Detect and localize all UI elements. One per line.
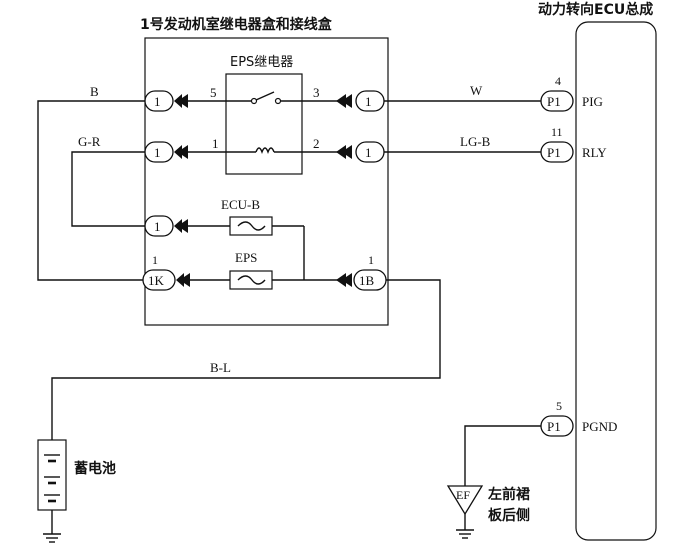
- connector-right-1b: 1B 1: [336, 253, 387, 291]
- wire-gr: [71, 151, 145, 227]
- junction-box-title: 1号发动机室继电器盒和接线盒: [140, 16, 333, 33]
- ecu-connector-pig: P1: [540, 90, 574, 112]
- ground-label-line1: 左前裙: [487, 486, 530, 503]
- relay-switch-icon: [188, 91, 342, 105]
- svg-text:1: 1: [154, 94, 161, 109]
- eps-relay-label: EPS继电器: [230, 55, 293, 70]
- connector-left-1k: 1K 1: [142, 253, 190, 291]
- wire-gr-label: G-R: [78, 134, 101, 149]
- battery-label: 蓄电池: [74, 460, 116, 477]
- fuse-eps-icon: [188, 270, 342, 290]
- connector-left-ecub: 1: [144, 215, 188, 237]
- connector-left-b: 1: [144, 90, 188, 112]
- connector-left-gr: 1: [144, 141, 188, 163]
- ground-point-icon: [446, 485, 484, 539]
- fuse-eps-label: EPS: [235, 250, 257, 265]
- relay-pin-5: 5: [210, 85, 217, 100]
- svg-text:1: 1: [154, 145, 161, 160]
- svg-text:1: 1: [365, 145, 372, 160]
- ecu-pgnd-num: 5: [556, 399, 562, 413]
- relay-pin-3: 3: [313, 85, 320, 100]
- ground-code: EF: [456, 488, 470, 502]
- ground-label-line2: 板后侧: [488, 507, 530, 524]
- svg-text:P1: P1: [547, 94, 561, 109]
- wire-lgb-label: LG-B: [460, 134, 491, 149]
- fuse-ecub-label: ECU-B: [221, 197, 260, 212]
- ecu-connector-rly: P1: [540, 141, 574, 163]
- battery-icon: [37, 439, 67, 534]
- ecu-rly-num: 11: [551, 125, 563, 139]
- ecu-pig-label: PIG: [582, 94, 603, 109]
- wire-bl-label: B-L: [210, 360, 231, 375]
- svg-text:1K: 1K: [148, 273, 165, 288]
- svg-text:P1: P1: [547, 145, 561, 160]
- relay-pin-1: 1: [212, 136, 219, 151]
- battery-ground-icon: [43, 533, 61, 543]
- fuse-ecub-icon: [188, 216, 305, 280]
- connector-right-w: 1: [336, 90, 385, 112]
- svg-text:1: 1: [365, 94, 372, 109]
- wire-b: [37, 100, 145, 281]
- connector-right-lgb: 1: [336, 141, 385, 163]
- ecu-pig-num: 4: [555, 74, 561, 88]
- svg-text:1: 1: [154, 219, 161, 234]
- svg-text:P1: P1: [547, 419, 561, 434]
- svg-text:1: 1: [152, 253, 158, 267]
- ecu-rly-label: RLY: [582, 145, 607, 160]
- eps-relay: [225, 73, 303, 175]
- svg-text:1: 1: [368, 253, 374, 267]
- wire-pgnd: [464, 425, 541, 486]
- wire-bl: [51, 279, 441, 440]
- ecu-connector-pgnd: P1: [540, 415, 574, 437]
- svg-text:1B: 1B: [359, 273, 375, 288]
- relay-pin-2: 2: [313, 136, 320, 151]
- ecu-title: 动力转向ECU总成: [538, 1, 653, 18]
- relay-coil-icon: [188, 147, 342, 154]
- junction-box: [144, 37, 389, 326]
- power-steering-ecu: [575, 21, 657, 541]
- wire-w-label: W: [470, 83, 483, 98]
- wire-b-label: B: [90, 84, 99, 99]
- ecu-pgnd-label: PGND: [582, 419, 617, 434]
